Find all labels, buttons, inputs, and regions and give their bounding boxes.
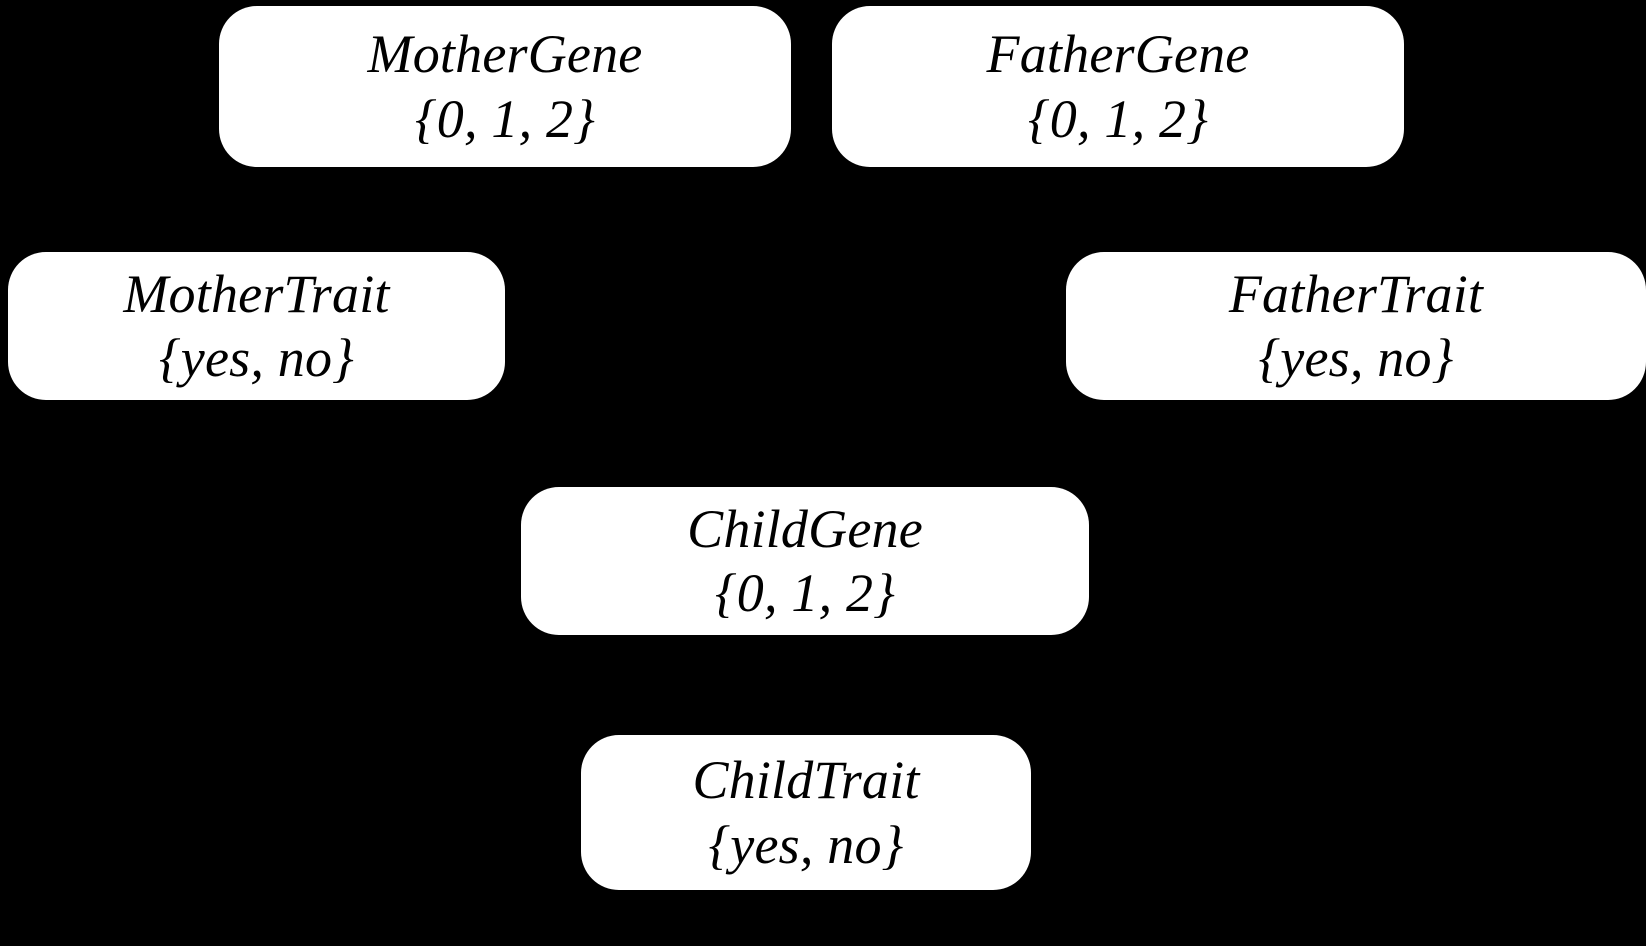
node-father-gene[interactable]: FatherGene {0, 1, 2} xyxy=(832,6,1404,167)
node-mother-gene-domain: {0, 1, 2} xyxy=(415,88,595,149)
node-mother-trait[interactable]: MotherTrait {yes, no} xyxy=(8,252,505,400)
node-child-gene-domain: {0, 1, 2} xyxy=(715,563,895,623)
node-child-gene-title: ChildGene xyxy=(687,498,923,559)
node-child-trait-title: ChildTrait xyxy=(692,750,920,811)
node-child-trait-domain: {yes, no} xyxy=(708,814,904,875)
node-mother-trait-title: MotherTrait xyxy=(123,263,390,324)
node-father-trait-title: FatherTrait xyxy=(1228,263,1484,324)
node-mother-trait-domain: {yes, no} xyxy=(159,328,354,388)
node-father-gene-domain: {0, 1, 2} xyxy=(1028,88,1208,149)
node-father-trait-domain: {yes, no} xyxy=(1258,328,1454,388)
node-child-trait[interactable]: ChildTrait {yes, no} xyxy=(581,735,1031,890)
node-mother-gene[interactable]: MotherGene {0, 1, 2} xyxy=(219,6,791,167)
node-child-gene[interactable]: ChildGene {0, 1, 2} xyxy=(521,487,1089,635)
node-mother-gene-title: MotherGene xyxy=(367,24,643,85)
node-father-trait[interactable]: FatherTrait {yes, no} xyxy=(1066,252,1646,400)
node-father-gene-title: FatherGene xyxy=(986,24,1250,85)
